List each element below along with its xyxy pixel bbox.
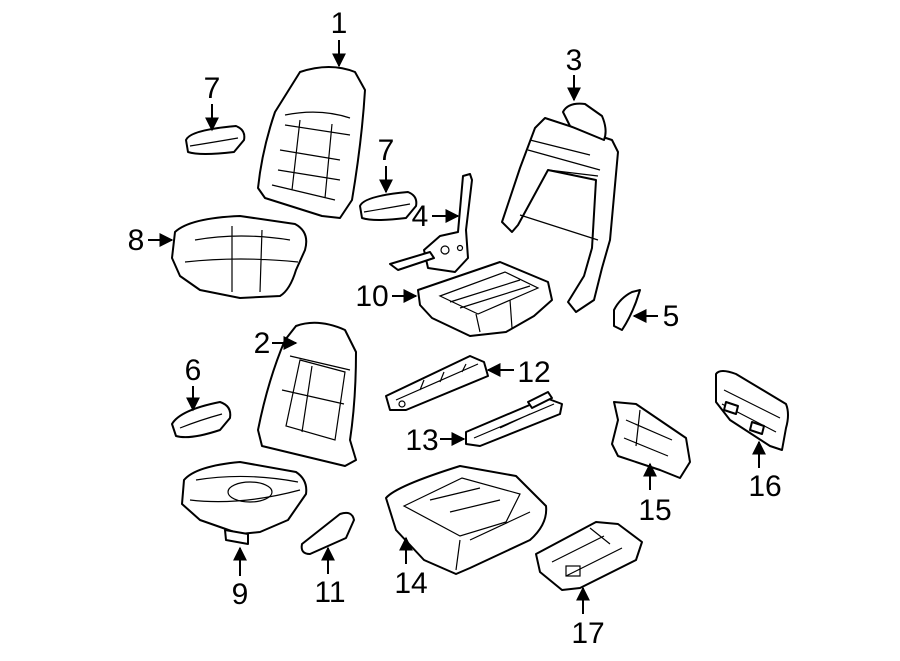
part-armrest-upper-right xyxy=(359,191,418,221)
callout-labels: 1 2 3 4 5 6 7 7 8 9 10 11 12 13 14 15 16… xyxy=(128,7,782,650)
callout-7b: 7 xyxy=(378,134,395,167)
callout-10: 10 xyxy=(355,280,388,313)
callout-16: 16 xyxy=(748,470,781,503)
callout-12: 12 xyxy=(517,356,550,389)
part-armrest-lower xyxy=(171,401,232,439)
part-seat-cushion-pad xyxy=(181,461,308,545)
part-seat-cushion-frame xyxy=(417,261,553,337)
callout-11: 11 xyxy=(314,576,345,609)
part-side-cover xyxy=(715,370,789,451)
callout-8: 8 xyxy=(128,224,145,257)
callout-17: 17 xyxy=(571,617,604,650)
callout-15: 15 xyxy=(638,494,671,527)
callout-arrows xyxy=(148,40,766,614)
part-trim-piece xyxy=(613,289,641,331)
part-side-trim-cover xyxy=(300,511,355,555)
callout-9: 9 xyxy=(232,578,249,611)
callout-7a: 7 xyxy=(204,72,221,105)
part-seat-track-lower xyxy=(465,391,563,447)
callout-6: 6 xyxy=(185,354,202,387)
part-side-shield-bracket xyxy=(611,401,691,479)
part-seat-cushion-cover xyxy=(171,215,308,299)
callout-1: 1 xyxy=(331,7,348,40)
callout-2: 2 xyxy=(254,327,271,360)
part-seat-back-pad xyxy=(257,321,357,467)
callout-14: 14 xyxy=(394,567,427,600)
callout-13: 13 xyxy=(405,424,438,457)
part-recliner-bracket xyxy=(389,173,473,273)
part-armrest-upper-left xyxy=(185,125,246,155)
part-seat-cushion-assembly xyxy=(385,465,548,575)
part-seat-back-frame xyxy=(501,102,619,313)
callout-3: 3 xyxy=(566,44,583,77)
part-seat-base-plate xyxy=(535,521,643,591)
part-seat-track-upper xyxy=(385,355,489,411)
callout-5: 5 xyxy=(663,300,680,333)
part-seat-back-cover xyxy=(257,66,366,219)
callout-4: 4 xyxy=(412,200,429,233)
